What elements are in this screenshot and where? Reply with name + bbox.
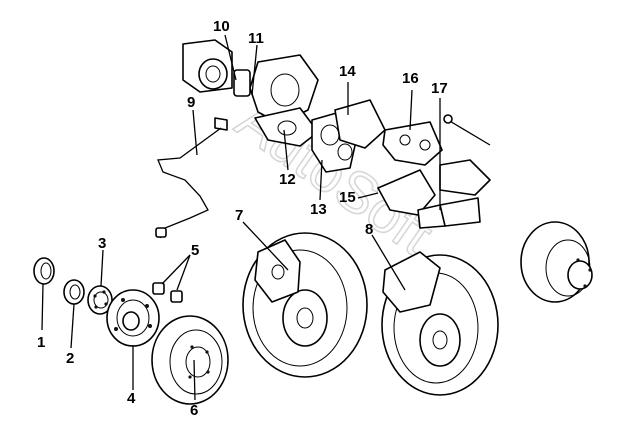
part-2-bearing [63, 279, 85, 305]
leader-lines [41, 34, 441, 401]
callout-13: 13 [310, 201, 327, 218]
callout-3: 3 [98, 235, 106, 252]
callout-15: 15 [339, 189, 356, 206]
part-12-shield [254, 107, 319, 147]
callout-10: 10 [213, 18, 230, 35]
callout-9: 9 [187, 94, 195, 111]
callout-12: 12 [279, 171, 296, 188]
callout-2: 2 [66, 350, 74, 367]
part-9-brake-pipe [155, 117, 228, 239]
callout-17: 17 [431, 80, 448, 97]
part-7-rotor-left [242, 232, 368, 378]
part-17-bolt-pads [417, 114, 491, 229]
part-16-shoe-upper [382, 121, 443, 166]
callout-4: 4 [127, 390, 136, 407]
drum-assembly-right [520, 221, 593, 303]
callout-6: 6 [190, 402, 198, 419]
part-3-bearing [87, 285, 113, 315]
part-6-drum [151, 315, 229, 405]
callout-8: 8 [365, 221, 373, 238]
callout-14: 14 [339, 63, 356, 80]
part-15-shoe-lower [377, 169, 436, 216]
callout-5: 5 [191, 242, 199, 259]
part-5-nuts [152, 282, 183, 303]
part-14-anchor [334, 99, 386, 149]
callout-1: 1 [37, 334, 45, 351]
part-4-hub [106, 289, 160, 347]
callout-11: 11 [248, 30, 264, 47]
part-10-wheel-cylinder [182, 39, 251, 97]
callout-7: 7 [235, 207, 243, 224]
part-8-rotor-right [381, 251, 499, 396]
callouts: 1 2 3 4 5 6 7 8 9 10 11 12 13 14 15 16 1… [37, 18, 448, 419]
callout-16: 16 [402, 70, 419, 87]
part-1-seal [33, 257, 55, 285]
